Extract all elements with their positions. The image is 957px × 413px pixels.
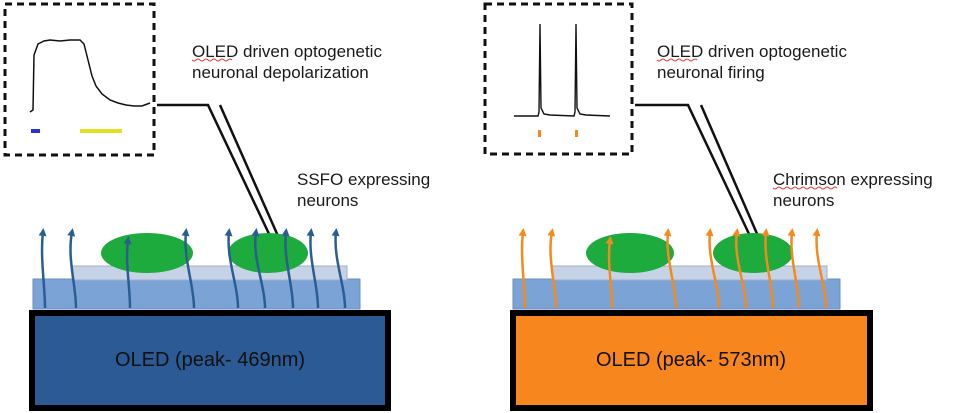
right-inset-recording (483, 2, 634, 156)
right-light-arrows (518, 228, 828, 309)
left-panel: OLED driven optogenetic neuronal depolar… (3, 2, 430, 411)
light-arrow (705, 228, 721, 309)
light-arrow (331, 228, 347, 309)
left-neuron (228, 233, 308, 273)
light-arrow (732, 228, 748, 309)
left-oled-block (29, 310, 391, 411)
left-substrate (32, 278, 361, 310)
left-title-line2: neuronal depolarization (192, 63, 369, 82)
right-cells-line2: neurons (773, 191, 834, 210)
depolarization-trace (29, 39, 151, 113)
orange-stimulus-tick (575, 130, 578, 137)
spellcheck-underline (191, 58, 233, 62)
left-title-line1: OLED driven optogenetic (192, 42, 382, 61)
right-cells-line1: Chrimson expressing (773, 170, 933, 189)
right-glass (551, 265, 828, 281)
spellcheck-underline (772, 186, 838, 190)
light-arrow (251, 228, 267, 309)
left-electrode (157, 103, 280, 237)
left-neuron (101, 233, 193, 273)
light-arrow (547, 228, 558, 309)
light-arrow (306, 228, 320, 309)
blue-stimulus-bar (31, 129, 40, 133)
left-oled-label: OLED (peak- 469nm) (115, 349, 305, 371)
spike-trace (514, 23, 611, 117)
right-neuron (586, 233, 674, 273)
light-arrow (67, 228, 78, 309)
left-cells-line2: neurons (297, 191, 358, 210)
right-title-line2: neuronal firing (657, 63, 765, 82)
light-arrow (812, 228, 828, 309)
left-cells-line1: SSFO expressing (297, 170, 430, 189)
light-arrow (605, 236, 614, 309)
right-neuron (713, 233, 793, 273)
left-inset-recording (3, 2, 156, 157)
right-title-line1: OLED driven optogenetic (657, 42, 847, 61)
right-inset-frame (483, 2, 634, 156)
light-arrow (518, 228, 527, 309)
left-light-arrows (38, 228, 347, 309)
spellcheck-underline (656, 58, 698, 62)
right-oled-label: OLED (peak- 573nm) (596, 349, 786, 371)
right-oled-block (510, 310, 873, 411)
light-arrow (761, 228, 775, 309)
light-arrow (38, 228, 47, 309)
yellow-stimulus-bar (80, 129, 122, 133)
light-arrow (123, 236, 132, 309)
light-arrow (787, 228, 801, 309)
orange-stimulus-tick (538, 130, 541, 137)
light-arrow (281, 228, 295, 309)
left-glass (71, 265, 348, 281)
right-electrode (635, 103, 760, 237)
left-inset-frame (3, 2, 156, 157)
light-arrow (224, 228, 240, 309)
right-panel: OLED driven optogenetic neuronal firing … (483, 2, 933, 411)
light-arrow (181, 228, 196, 309)
light-arrow (663, 228, 678, 309)
